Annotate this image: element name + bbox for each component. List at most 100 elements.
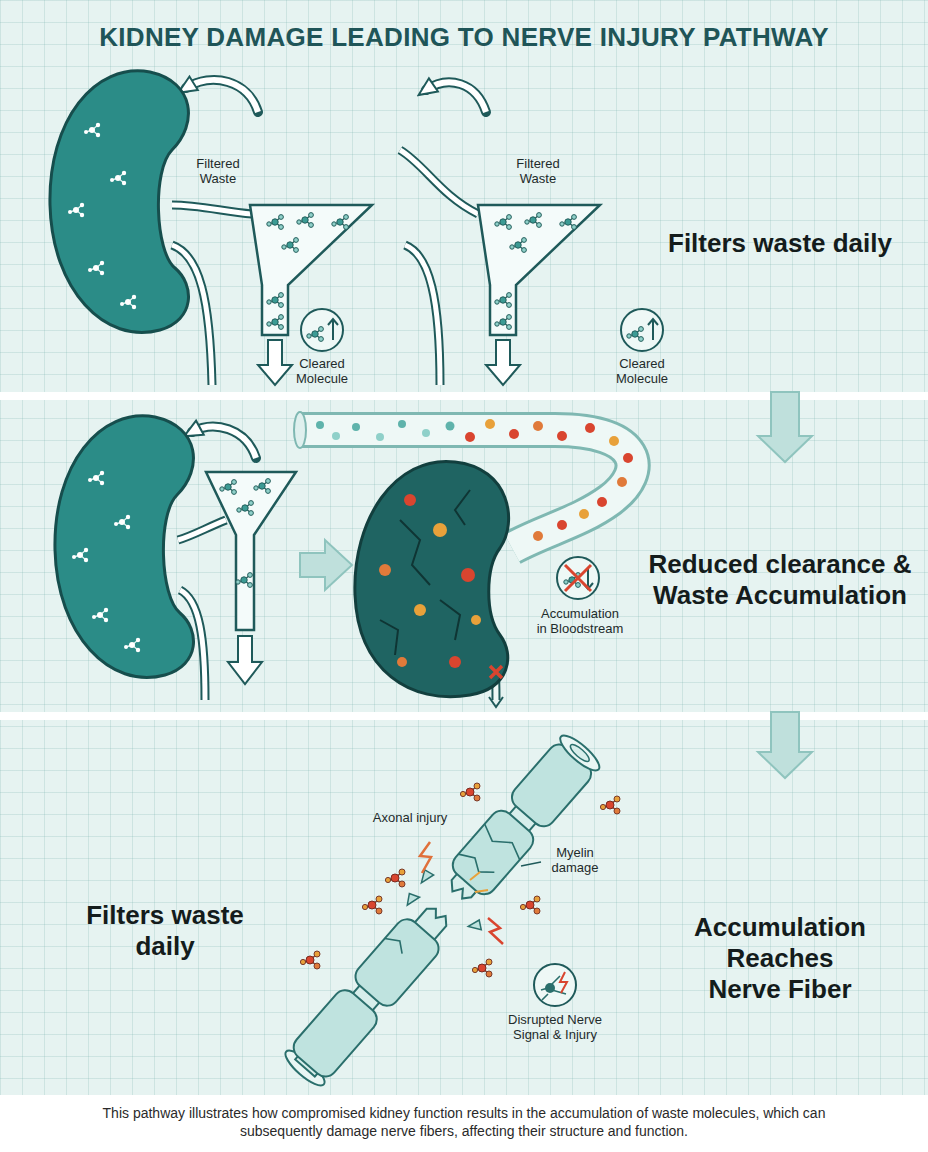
progress-arrow [300, 540, 352, 590]
waste-particle [461, 568, 475, 582]
waste-particle [433, 523, 447, 537]
molecule-icon [124, 638, 140, 652]
fiber-end [556, 731, 604, 776]
icon-circle [301, 309, 343, 351]
waste-particle [533, 531, 543, 541]
waste-particle [579, 509, 589, 519]
vessel-outline [400, 150, 478, 214]
waste-particle [449, 656, 461, 668]
curved-arrow [192, 427, 256, 458]
injury-spark [488, 918, 503, 944]
molecule-icon [254, 479, 271, 494]
label-holder: Accumulation in Bloodstream [535, 606, 625, 637]
waste-particle [397, 657, 407, 667]
myelin-segment [351, 914, 444, 1010]
up-arrow [648, 319, 658, 340]
blood-particle [332, 432, 340, 440]
molecule-icon [560, 215, 577, 230]
molecule-icon [282, 238, 299, 253]
kidney-crack [400, 520, 430, 585]
curved-arrow-outline [192, 427, 256, 458]
blood-particle [422, 429, 430, 437]
up-arrow [328, 319, 338, 340]
waste-particle [609, 436, 619, 446]
nerve-fiber [270, 721, 617, 1102]
icon-circle [621, 309, 663, 351]
damaged-kidney [355, 461, 509, 696]
injury-spark [470, 872, 488, 892]
down-arrow [228, 636, 262, 684]
molecule-icon [332, 215, 349, 230]
healthy-kidney [55, 416, 194, 678]
neuron-body [545, 983, 555, 993]
waste-particle [597, 497, 607, 507]
flow-arrow [758, 712, 812, 778]
waste-particle [617, 477, 627, 487]
text-holder: Filters waste daily [70, 900, 260, 962]
molecule-icon [120, 295, 136, 309]
caption-ground [0, 1095, 928, 1152]
molecule-icon [236, 573, 253, 588]
molecule-icon [307, 327, 324, 342]
molecule-icon [267, 215, 284, 230]
blood-particle [398, 420, 406, 428]
waste-molecule [472, 959, 492, 977]
label-holder: Axonal injury [355, 810, 465, 825]
waste-particle [557, 431, 567, 441]
vessel-opening [294, 412, 306, 448]
molecule-icon [72, 548, 88, 562]
molecule-icon [495, 315, 512, 330]
label-holder: Myelin damage [543, 845, 607, 876]
myelin-crack [479, 821, 525, 863]
molecule-icon [267, 293, 284, 308]
callout-label: Disrupted Nerve Signal & Injury [499, 1012, 611, 1043]
axon-end [568, 742, 591, 764]
waste-molecule [460, 783, 480, 801]
myelin-segment [507, 740, 596, 832]
diagram-title: KIDNEY DAMAGE LEADING TO NERVE INJURY PA… [0, 22, 928, 53]
molecule-icon [88, 471, 104, 485]
blocked-mark [490, 666, 502, 678]
callout-label: Axonal injury [355, 810, 465, 825]
label-holder: Disrupted Nerve Signal & Injury [499, 1012, 611, 1043]
callout-label: Accumulation in Bloodstream [535, 606, 625, 637]
label-holder: Cleared Molecule [608, 356, 676, 387]
ureter-outline [405, 245, 440, 385]
blood-particle [376, 433, 384, 441]
title-holder: KIDNEY DAMAGE LEADING TO NERVE INJURY PA… [0, 22, 928, 53]
callout-label: Filtered Waste [506, 156, 570, 187]
waste-molecule [300, 951, 320, 969]
vessel [400, 150, 478, 214]
molecule-icon [297, 213, 314, 228]
myelin-crack [385, 933, 408, 954]
waste-particle [557, 520, 567, 530]
injury-spark [560, 972, 567, 993]
waste-molecule [362, 896, 382, 914]
ureter [405, 245, 440, 385]
waste-particle [585, 423, 595, 433]
waste-particle [485, 419, 495, 429]
molecule-icon [88, 261, 104, 275]
waste-particle [465, 432, 475, 442]
kidney-crack [455, 490, 470, 525]
waste-particle [414, 604, 426, 616]
curved-arrow-outline [426, 82, 486, 112]
myelin-segment [448, 806, 538, 899]
waste-particle [379, 564, 391, 576]
callout-label: Filtered Waste [186, 156, 250, 187]
myelin-fragment [468, 917, 485, 934]
stage-label: Filters waste daily [70, 900, 260, 962]
myelin-fragment [417, 868, 434, 885]
waste-molecule [600, 796, 620, 814]
waste-particle [533, 421, 543, 431]
curved-arrow [426, 82, 486, 112]
stage-label: Accumulation Reaches Nerve Fiber [689, 912, 871, 1006]
text-holder: Accumulation Reaches Nerve Fiber [689, 912, 871, 1006]
caption-holder: This pathway illustrates how compromised… [64, 1104, 864, 1140]
myelin-fragment [403, 891, 420, 908]
stage-band: Filters waste daily [0, 60, 928, 392]
blocked-mark [565, 565, 591, 591]
molecule-icon [525, 213, 542, 228]
flow-arrow [758, 392, 812, 462]
